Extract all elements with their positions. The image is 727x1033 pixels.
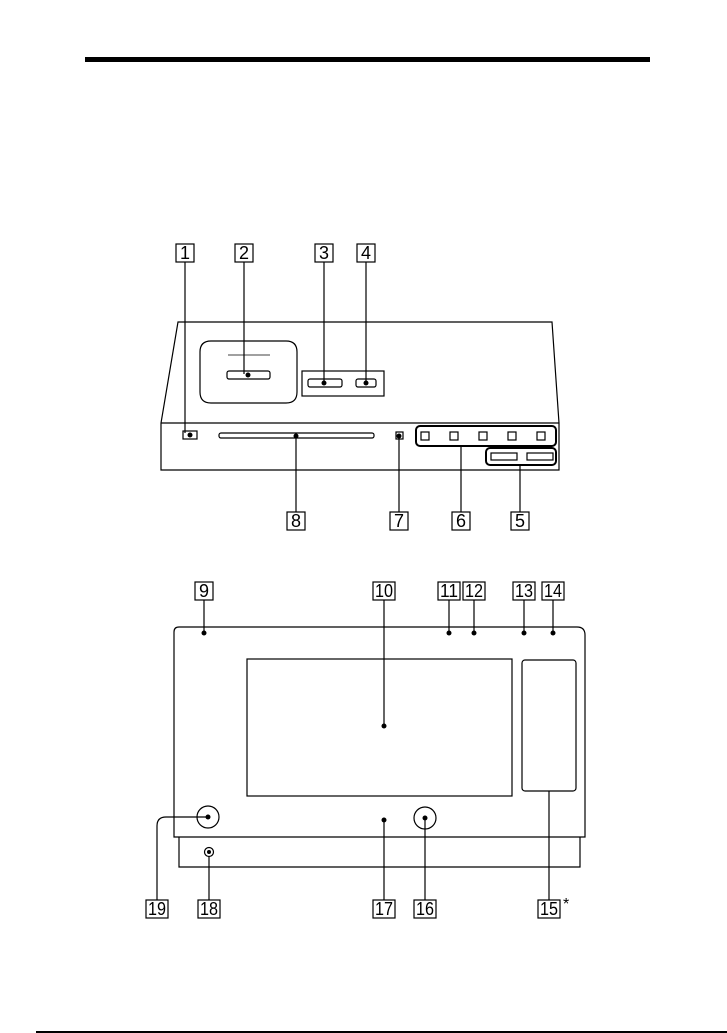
label-19: 19	[148, 899, 166, 919]
dot-16	[423, 816, 428, 821]
line-19	[157, 817, 206, 900]
dot-12	[472, 631, 477, 636]
label-16: 16	[416, 899, 434, 919]
btn6-e	[537, 432, 545, 440]
display-window	[247, 659, 512, 796]
button-group-6-outline	[416, 426, 556, 446]
btn6-a	[421, 432, 429, 440]
label-1: 1	[180, 243, 190, 263]
label-15: 15	[540, 899, 558, 919]
side-panel	[522, 660, 576, 791]
label-14: 14	[544, 581, 562, 601]
button-group-5-outline	[486, 448, 556, 465]
dot-17	[382, 818, 387, 823]
dot-2	[246, 373, 251, 378]
top-view	[161, 322, 559, 470]
label-11: 11	[440, 581, 458, 601]
footnote-asterisk: *	[563, 896, 569, 913]
ports-panel	[302, 371, 384, 396]
dot-11	[447, 631, 452, 636]
dot-10	[382, 724, 387, 729]
front-base	[179, 837, 580, 867]
btn6-c	[479, 432, 487, 440]
label-6: 6	[456, 511, 466, 531]
btn6-b	[450, 432, 458, 440]
dot-19	[206, 815, 211, 820]
dot-13	[522, 631, 527, 636]
label-18: 18	[200, 899, 218, 919]
dot-3	[322, 381, 327, 386]
top-callout-lines	[185, 262, 520, 512]
dock-housing	[200, 341, 297, 403]
top-rule	[85, 57, 650, 62]
dot-4	[364, 381, 369, 386]
label-3: 3	[319, 243, 329, 263]
label-5: 5	[515, 511, 525, 531]
dot-7	[397, 434, 402, 439]
label-17: 17	[375, 899, 393, 919]
dot-1	[188, 433, 193, 438]
front-callout-lines	[157, 600, 553, 900]
dot-14	[551, 631, 556, 636]
btn6-d	[508, 432, 516, 440]
label-9: 9	[199, 581, 209, 601]
front-view	[174, 627, 585, 867]
btn5-b	[527, 453, 553, 460]
label-13: 13	[515, 581, 533, 601]
label-2: 2	[239, 243, 249, 263]
label-10: 10	[375, 581, 393, 601]
label-4: 4	[361, 243, 371, 263]
label-7: 7	[394, 511, 404, 531]
dot-18	[207, 850, 211, 854]
top-callout-dots	[188, 373, 402, 439]
dot-9	[202, 631, 207, 636]
btn5-a	[491, 453, 517, 460]
front-callout-dots	[202, 631, 556, 855]
label-12: 12	[465, 581, 483, 601]
label-8: 8	[291, 511, 301, 531]
